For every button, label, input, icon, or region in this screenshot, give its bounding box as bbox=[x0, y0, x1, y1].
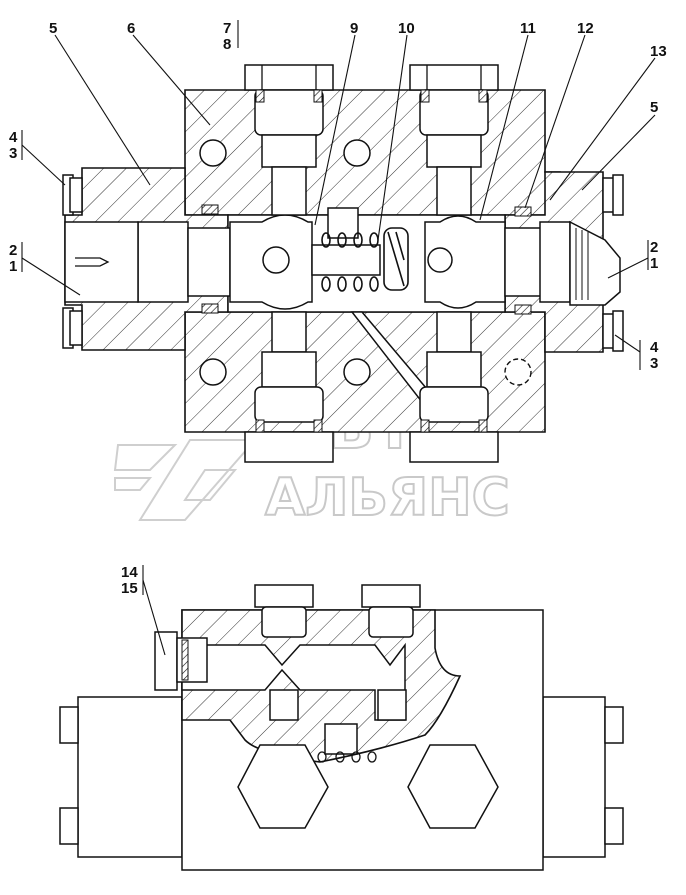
bolt-left-top bbox=[62, 174, 83, 216]
exterior-left-cap bbox=[77, 696, 183, 858]
lower-left-port bbox=[244, 311, 334, 463]
exterior-bolts bbox=[59, 706, 624, 845]
lower-right-port bbox=[409, 311, 499, 463]
callout-2-left: 2 bbox=[9, 242, 17, 259]
mounting-hole-1 bbox=[199, 139, 227, 167]
mounting-hole-4 bbox=[343, 358, 371, 386]
left-piston bbox=[137, 221, 189, 303]
callout-15: 15 bbox=[121, 580, 138, 597]
callout-3-left: 3 bbox=[9, 145, 17, 162]
hex-boss-right bbox=[407, 744, 499, 829]
left-plug bbox=[64, 221, 139, 303]
upper-left-port bbox=[244, 64, 334, 216]
seal-4 bbox=[514, 304, 532, 315]
callout-2-right: 2 bbox=[650, 239, 658, 256]
callout-5-right: 5 bbox=[650, 99, 658, 116]
callout-9: 9 bbox=[350, 20, 358, 37]
callout-12: 12 bbox=[577, 20, 594, 37]
watermark-logo-icon bbox=[113, 439, 258, 521]
watermark-line-2: АЛЬЯНС bbox=[265, 468, 510, 528]
callout-11: 11 bbox=[520, 20, 536, 37]
callout-14: 14 bbox=[121, 564, 138, 581]
right-piston bbox=[539, 221, 571, 303]
mounting-hole-3 bbox=[199, 358, 227, 386]
exterior-right-cap bbox=[542, 696, 606, 858]
hex-boss-left bbox=[237, 744, 329, 829]
bolt-right-bottom bbox=[602, 310, 624, 352]
left-pusher bbox=[187, 227, 231, 297]
valve-body-upper bbox=[184, 89, 561, 216]
side-fitting bbox=[154, 631, 208, 691]
callout-1-right: 1 bbox=[650, 255, 658, 272]
right-plug bbox=[569, 220, 621, 306]
seal-2 bbox=[201, 303, 219, 314]
callout-4-right: 4 bbox=[650, 339, 659, 356]
callout-5-left: 5 bbox=[49, 20, 57, 37]
right-spool-port bbox=[427, 247, 453, 273]
left-spool-port bbox=[262, 246, 290, 274]
seal-3 bbox=[514, 206, 532, 217]
exterior-top-ports bbox=[254, 584, 421, 721]
right-pusher bbox=[504, 227, 546, 297]
section-view bbox=[62, 64, 624, 463]
left-pointer bbox=[75, 257, 110, 267]
mounting-hole-2 bbox=[343, 139, 371, 167]
callout-3-right: 3 bbox=[650, 355, 658, 372]
callout-labels: 5 6 7 8 9 10 11 12 13 5 4 3 2 1 2 1 4 3 … bbox=[9, 20, 667, 597]
right-spool bbox=[424, 215, 506, 309]
right-plug-fins bbox=[575, 228, 589, 300]
hidden-hole bbox=[504, 358, 532, 386]
leader-lines bbox=[21, 20, 656, 656]
callout-4-left: 4 bbox=[9, 129, 18, 146]
coil-spring bbox=[321, 227, 409, 292]
upper-right-port bbox=[409, 64, 499, 216]
exterior-spring bbox=[317, 723, 377, 763]
bolt-left-bottom bbox=[62, 307, 83, 349]
seal-1 bbox=[201, 204, 219, 215]
callout-13: 13 bbox=[650, 43, 667, 60]
callout-7: 7 bbox=[223, 20, 231, 37]
callout-10: 10 bbox=[398, 20, 415, 37]
callout-8: 8 bbox=[223, 36, 231, 53]
bolt-right-top bbox=[602, 174, 624, 216]
callout-6: 6 bbox=[127, 20, 135, 37]
exterior-view bbox=[59, 584, 624, 871]
spring-cage bbox=[311, 244, 381, 276]
callout-1-left: 1 bbox=[9, 258, 17, 275]
